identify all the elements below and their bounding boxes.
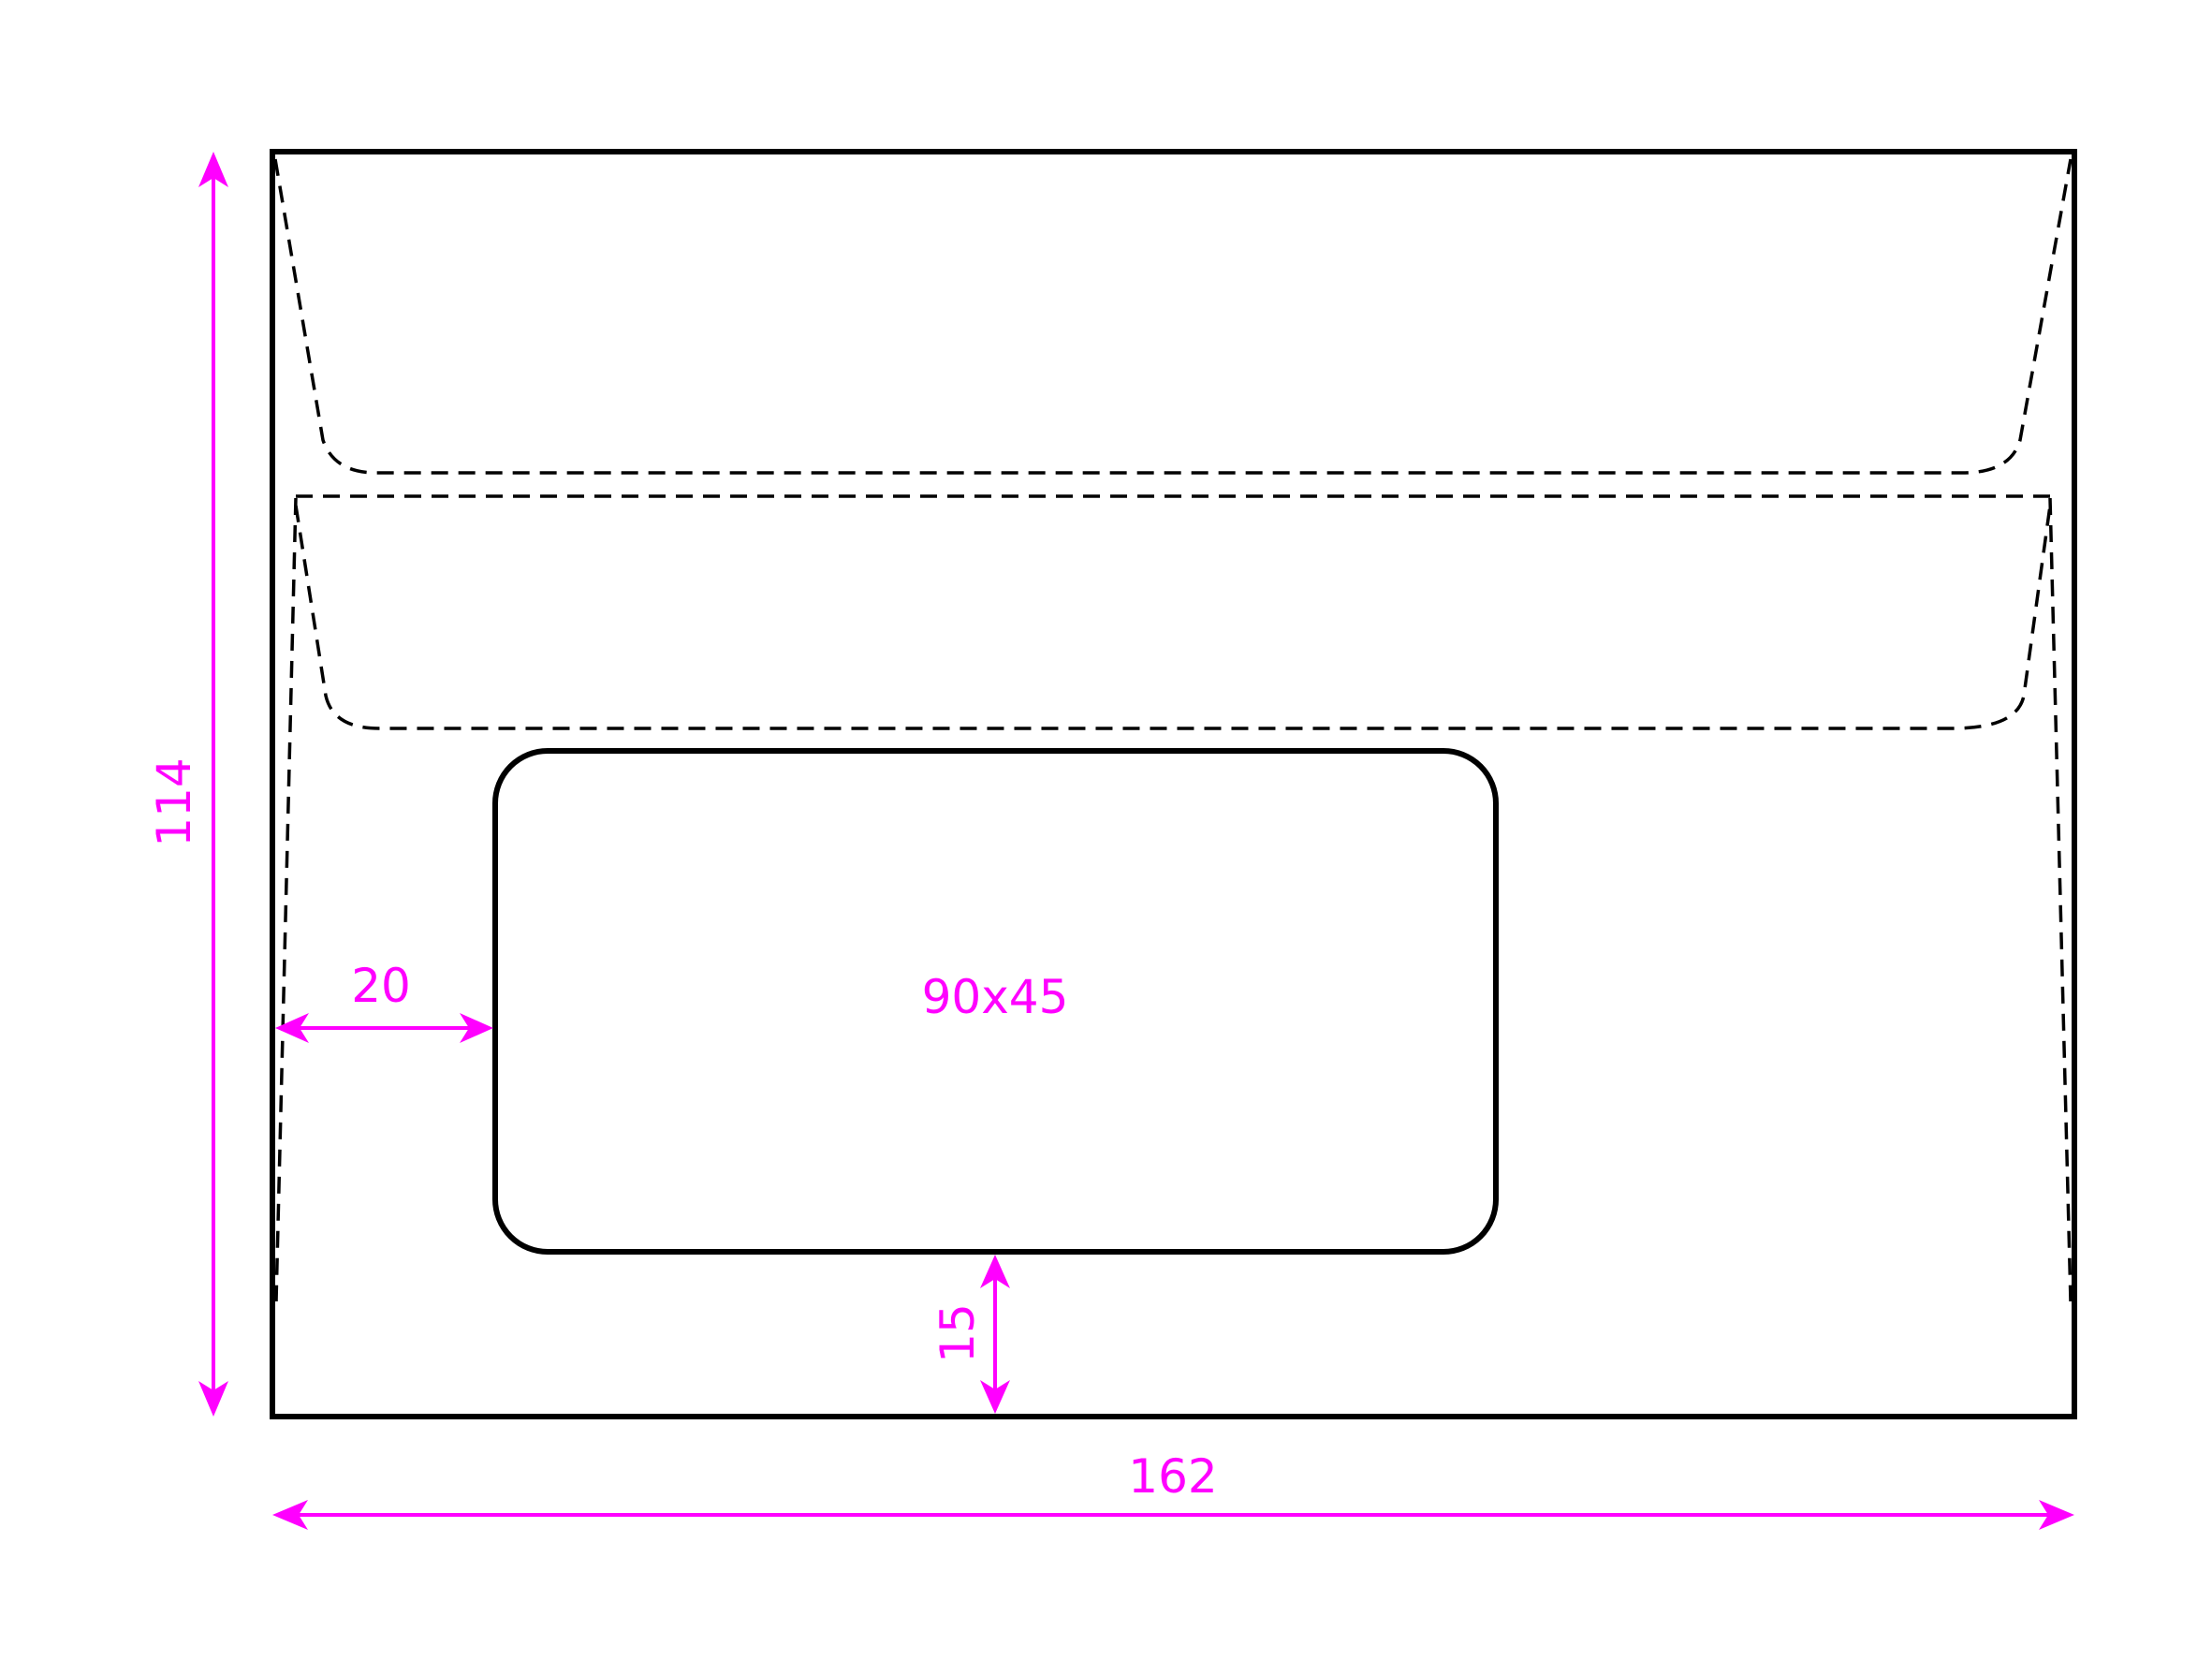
right-side-fold-line [2048,497,2073,1302]
width-dimension-label: 162 [1128,1449,1217,1504]
bottom-offset-dimension: 15 [930,1255,1010,1414]
height-dimension: 114 [147,152,228,1417]
bottom-offset-arrowhead-top [980,1255,1010,1288]
upper-flap-fold-line [273,158,2073,475]
height-arrowhead-top [198,152,228,187]
left-offset-label: 20 [351,959,411,1013]
left-offset-dimension: 20 [275,959,493,1043]
height-dimension-label: 114 [147,757,201,846]
bottom-offset-arrowhead-bottom [980,1380,1010,1414]
window-size-label: 90x45 [922,970,1069,1024]
left-offset-arrowhead-right [460,1013,493,1043]
width-arrowhead-left [272,1500,308,1530]
lower-flap-fold-line [294,505,2052,730]
width-arrowhead-right [2039,1500,2074,1530]
left-offset-arrowhead-left [275,1013,309,1043]
address-window [492,748,1499,1255]
bottom-offset-label: 15 [930,1303,985,1363]
height-arrowhead-bottom [198,1381,228,1417]
width-dimension: 162 [272,1449,2074,1530]
left-side-fold-line [274,497,298,1302]
envelope-outline [270,149,2077,1419]
